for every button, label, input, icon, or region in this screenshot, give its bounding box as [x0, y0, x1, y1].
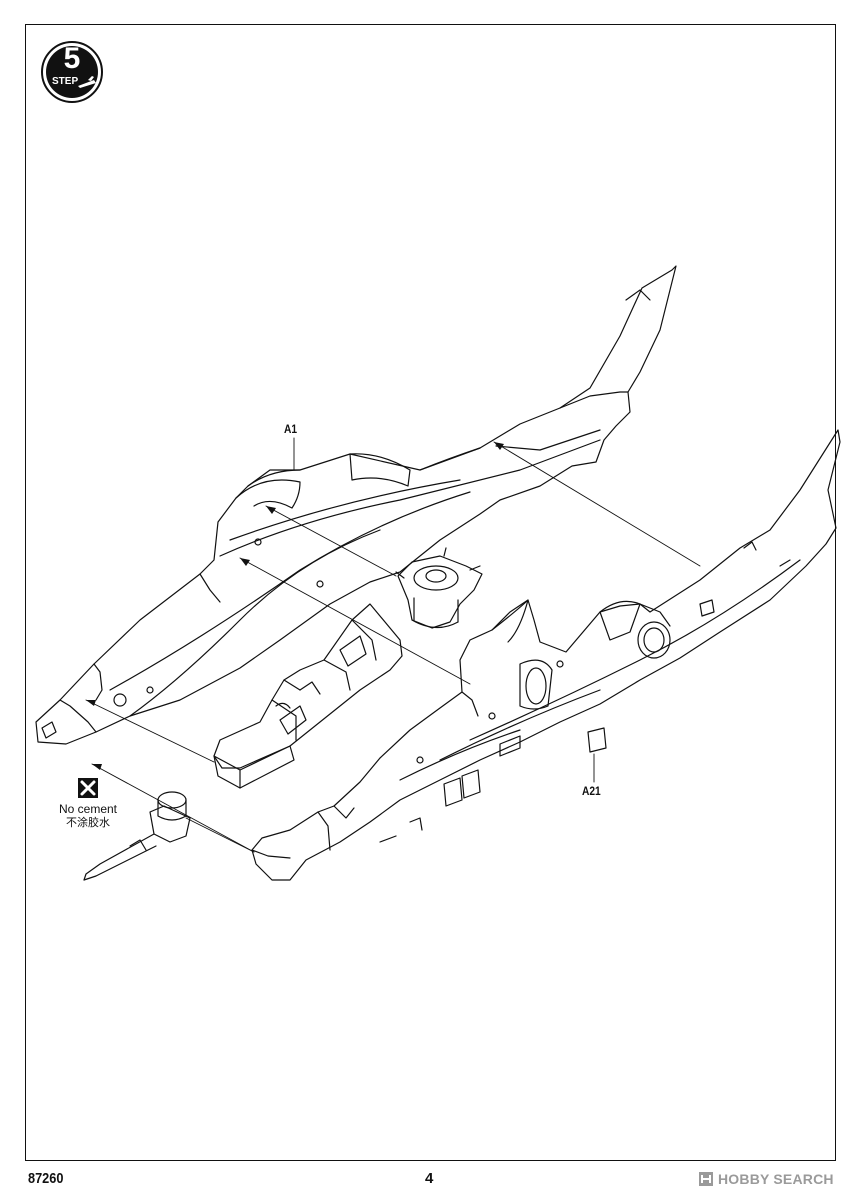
- step-badge: 5 STEP: [40, 40, 104, 104]
- no-cement-icon: [78, 778, 98, 798]
- fuselage-half-left: [35, 265, 677, 745]
- nose-turret-part: [83, 791, 191, 881]
- kit-code: 87260: [28, 1170, 64, 1187]
- watermark: HOBBY SEARCH: [698, 1169, 834, 1189]
- page-number: 4: [425, 1170, 434, 1187]
- hobby-search-logo-icon: [699, 1172, 713, 1186]
- assembly-guide-lines: [85, 437, 701, 853]
- page-frame: [25, 24, 836, 1161]
- arrowheads: [86, 442, 504, 770]
- part-label-a21: A21: [582, 784, 601, 798]
- no-cement-label-en: No cement: [58, 802, 118, 816]
- part-label-a1: A1: [284, 422, 298, 436]
- step-word: STEP: [52, 76, 79, 87]
- cockpit-tub-part: [213, 603, 403, 789]
- no-cement-label-zh: 不涂胶水: [66, 816, 110, 829]
- no-cement-note: No cement 不涂胶水: [52, 778, 124, 830]
- watermark-text: HOBBY SEARCH: [718, 1171, 834, 1187]
- fuselage-half-right: [251, 429, 841, 881]
- step-number: 5: [63, 42, 81, 75]
- rotor-hub-part: [395, 547, 483, 629]
- step-badge-icon: [41, 41, 103, 103]
